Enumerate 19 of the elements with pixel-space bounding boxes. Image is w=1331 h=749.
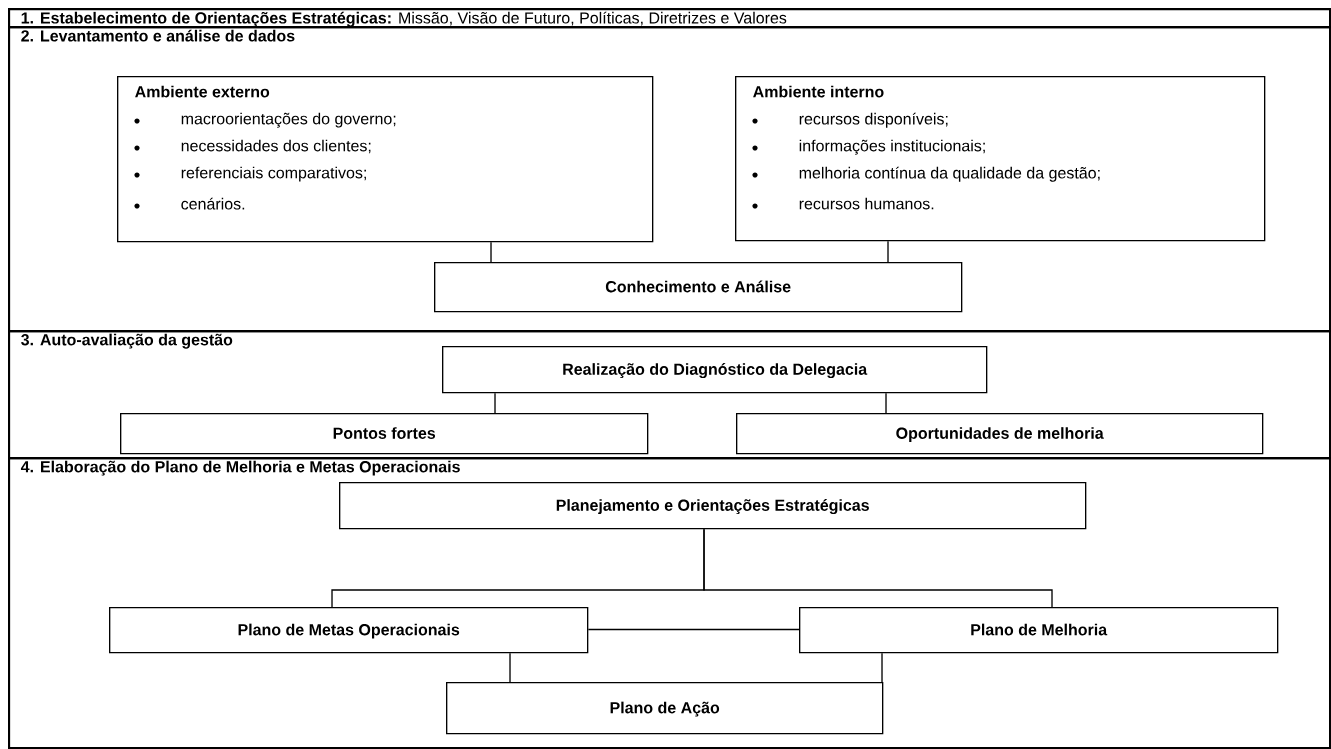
connector-line	[494, 392, 496, 414]
connector-line	[703, 528, 1053, 608]
process-box: Planejamento e Orientações Estratégicas	[339, 482, 1087, 530]
connector-line	[887, 240, 889, 263]
connector-line	[490, 241, 492, 263]
process-box: Plano de Metas Operacionais	[109, 607, 589, 654]
section-band: 1. Estabelecimento de Orientações Estratégicas: Missão, Visão de Futuro, Políticas, Diretrizes e Valores	[8, 8, 1331, 29]
connector-line	[885, 392, 887, 414]
process-box: Plano de Melhoria	[799, 607, 1279, 654]
process-box: Realização do Diagnóstico da Delegacia	[442, 346, 988, 394]
process-box: Pontos fortes	[120, 413, 649, 455]
connector-line	[587, 628, 800, 631]
list-box: Ambiente externo macroorientações do governo; necessidades dos clientes; referenciais comparativos; cenários.	[117, 76, 654, 243]
connector-line	[881, 652, 883, 683]
process-box: Conhecimento e Análise	[434, 262, 963, 313]
process-box: Plano de Ação	[446, 682, 884, 735]
connector-line	[509, 652, 511, 683]
process-box: Oportunidades de melhoria	[736, 413, 1264, 455]
list-box: Ambiente interno recursos disponíveis; informações institucionais; melhoria contínua da qualidade da gestão; recursos humanos.	[735, 76, 1266, 242]
